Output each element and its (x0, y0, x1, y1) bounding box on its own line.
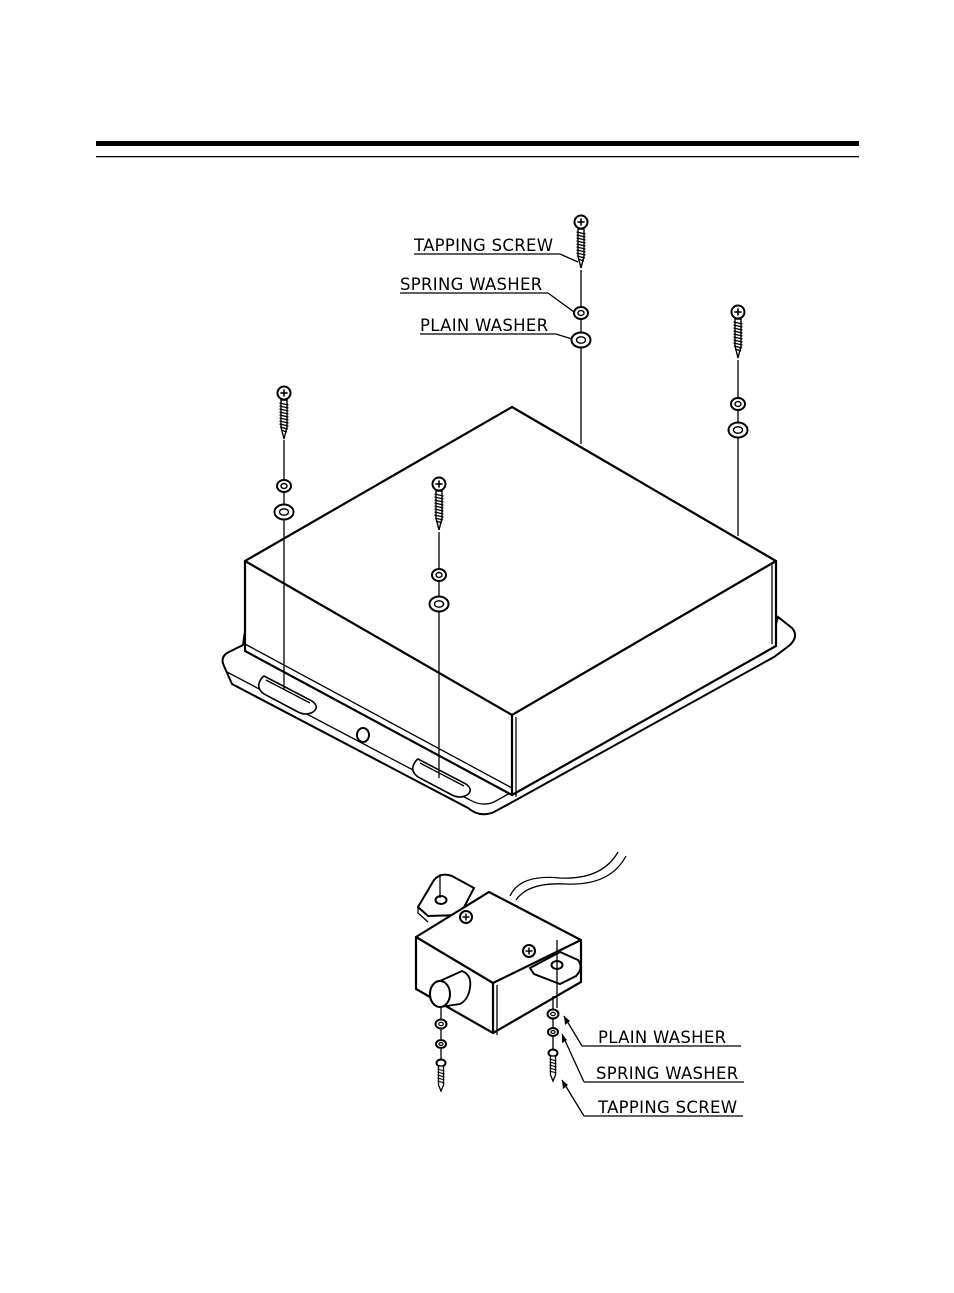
label-bottom-plain-washer: PLAIN WASHER (598, 1028, 726, 1047)
label-top-tapping-screw: TAPPING SCREW (413, 236, 553, 255)
header-rule-thin (96, 156, 859, 157)
bottom-labels: PLAIN WASHER SPRING WASHER TAPPING SCREW (562, 1016, 744, 1117)
fastener-stack-top (572, 216, 591, 445)
label-bottom-tapping-screw: TAPPING SCREW (597, 1098, 737, 1117)
header-rule-thick (96, 141, 859, 146)
center-hole (357, 728, 369, 742)
fastener-stack-right (729, 306, 748, 537)
box-body (245, 407, 776, 795)
main-unit (223, 407, 796, 814)
sensor-unit (416, 852, 626, 1035)
sensor-fasteners-right (548, 996, 559, 1081)
top-labels: TAPPING SCREW SPRING WASHER PLAIN WASHER (400, 236, 578, 339)
label-bottom-spring-washer: SPRING WASHER (596, 1064, 739, 1083)
sensor-fasteners-left (436, 1008, 447, 1091)
label-top-plain-washer: PLAIN WASHER (420, 316, 548, 335)
label-top-spring-washer: SPRING WASHER (400, 275, 543, 294)
